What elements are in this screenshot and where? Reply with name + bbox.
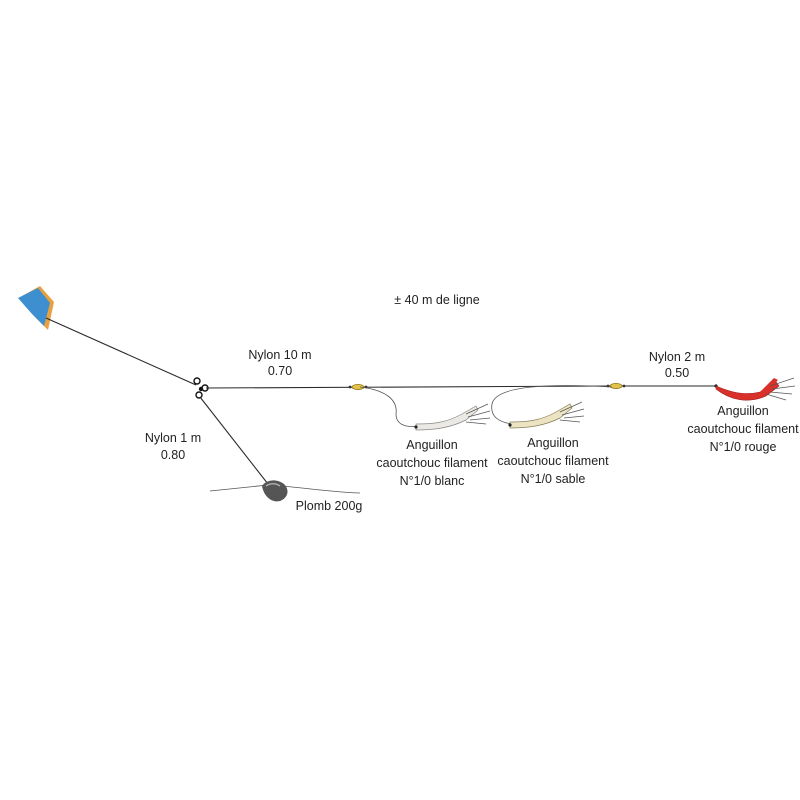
- end-line-name: Nylon 2 m: [649, 350, 705, 364]
- main-line-diameter: 0.70: [268, 364, 292, 378]
- lure-icon: [491, 385, 613, 429]
- main-line: [205, 385, 613, 389]
- lure-label-line3: N°1/0 blanc: [400, 474, 465, 488]
- end-line-diameter: 0.50: [665, 366, 689, 380]
- main-line-name: Nylon 10 m: [248, 348, 311, 362]
- reel-icon: [18, 286, 54, 330]
- reel-line: [45, 317, 197, 386]
- triple-swivel-icon: [193, 377, 209, 399]
- swivel-icon: [606, 383, 626, 389]
- total-line-label: ± 40 m de ligne: [394, 293, 479, 307]
- weight-line-diameter: 0.80: [161, 448, 185, 462]
- lure-label-line1: Anguillon: [527, 436, 578, 450]
- weight-line-name: Nylon 1 m: [145, 431, 201, 445]
- lure-icon: [714, 377, 796, 401]
- lure-label-line1: Anguillon: [406, 438, 457, 452]
- lure-icon: [359, 386, 491, 431]
- sinker-icon: [262, 480, 288, 502]
- lure-label-line3: N°1/0 rouge: [710, 440, 777, 454]
- lure-label-line2: caoutchouc filament: [497, 454, 609, 468]
- sinker-label: Plomb 200g: [296, 499, 363, 513]
- lure-label-line2: caoutchouc filament: [687, 422, 799, 436]
- lure-label-line1: Anguillon: [717, 404, 768, 418]
- weight-line: [199, 396, 269, 485]
- lure-label-line3: N°1/0 sable: [521, 472, 586, 486]
- lure-label-line2: caoutchouc filament: [376, 456, 488, 470]
